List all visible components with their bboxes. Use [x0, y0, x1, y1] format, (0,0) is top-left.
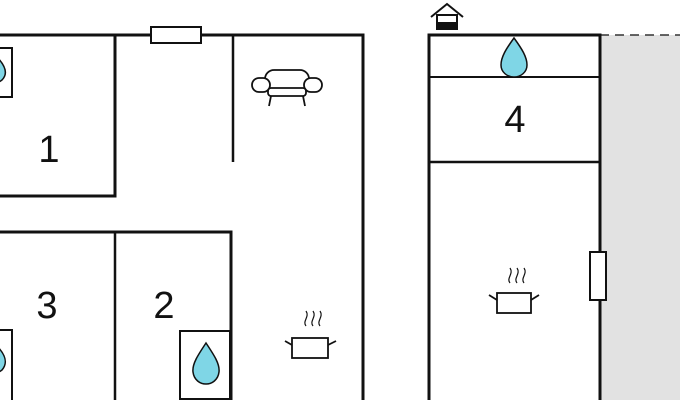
- room-label: 2: [153, 285, 174, 327]
- water-drop-icon: [500, 36, 528, 78]
- water-drop-icon: [0, 348, 7, 373]
- room-label: 3: [36, 285, 57, 327]
- right-building-outer-wall: [427, 33, 602, 400]
- outdoor-area: [600, 35, 680, 400]
- water-drop-icon: [0, 59, 7, 83]
- bathroom-box-bottom: [0, 329, 13, 400]
- room-label: 1: [38, 129, 59, 171]
- window: [150, 26, 202, 44]
- left-building-outer-wall: [0, 33, 365, 400]
- right-building: [427, 33, 602, 400]
- water-drop-icon: [192, 341, 220, 385]
- cooking-pot-icon: [488, 267, 540, 314]
- room-1-wall: [0, 35, 117, 198]
- cooking-pot-icon: [284, 310, 337, 359]
- room-label: 4: [504, 99, 525, 141]
- house-entrance-icon: [430, 2, 464, 30]
- window: [589, 251, 607, 301]
- armchair-icon: [251, 69, 323, 107]
